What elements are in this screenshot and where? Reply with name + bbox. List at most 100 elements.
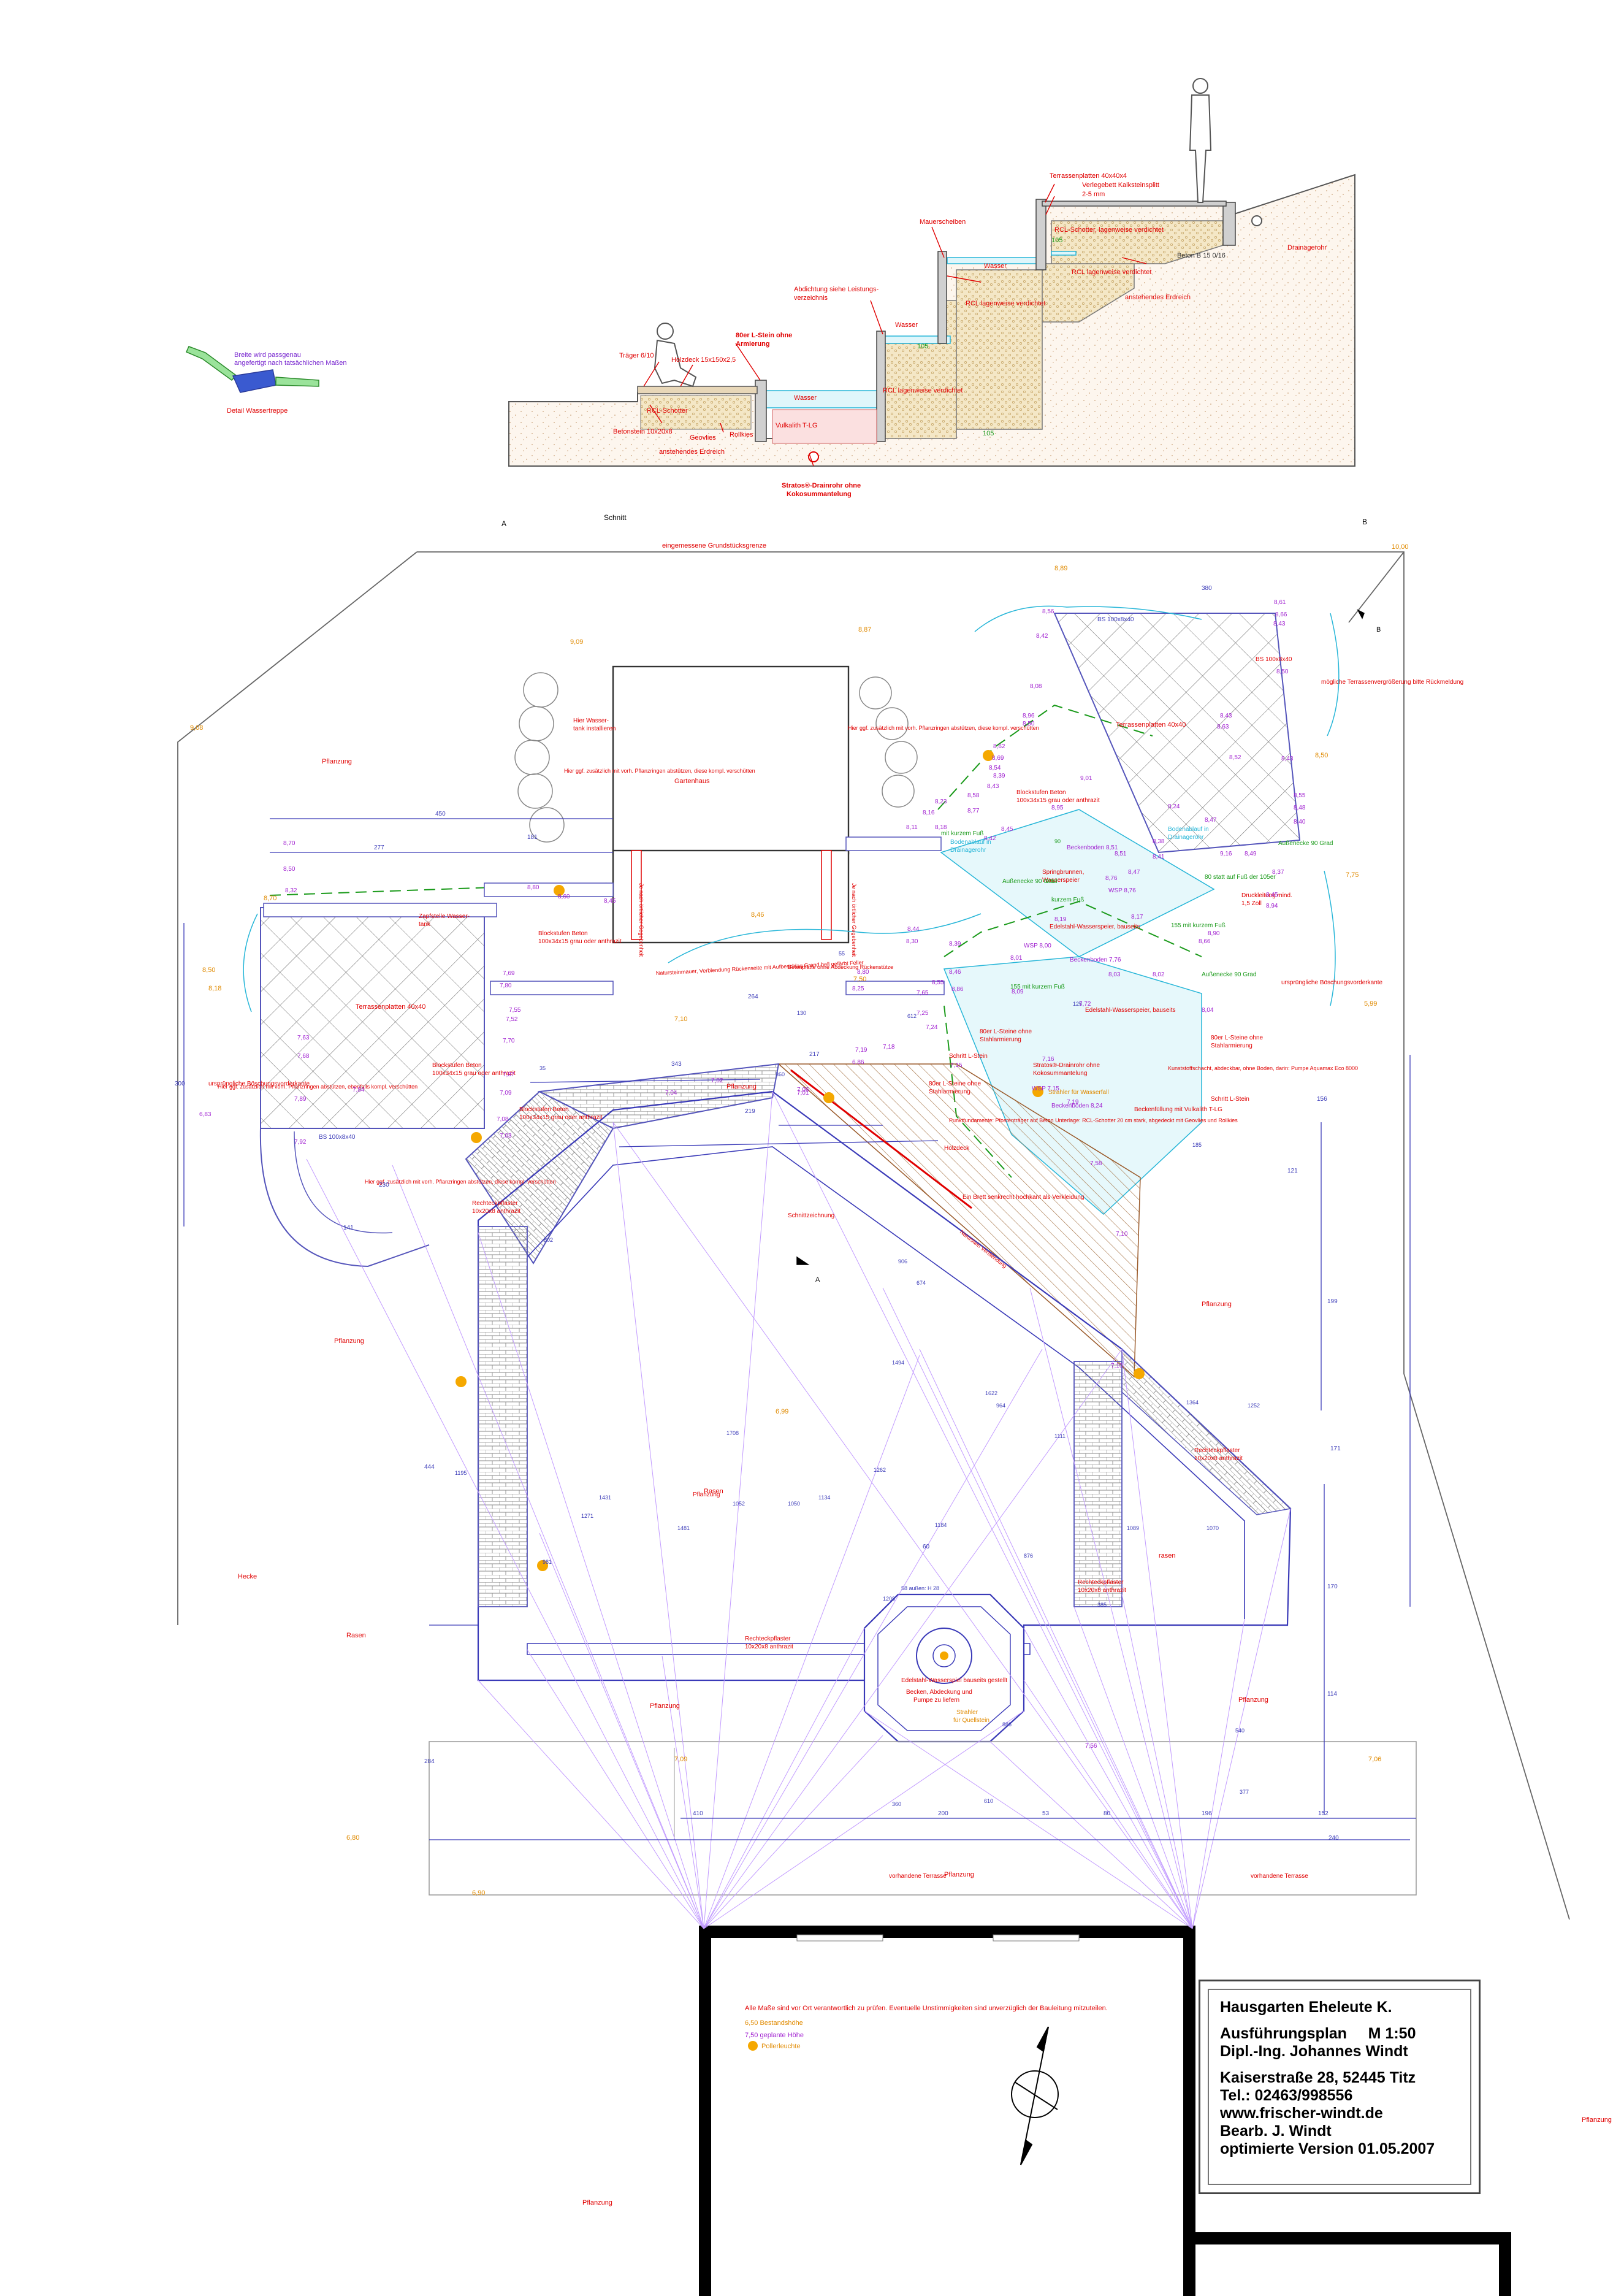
- plan-label-hp86: 8,38: [1153, 838, 1165, 845]
- plan-label-hp62: 7,58: [1090, 1160, 1102, 1167]
- plan-label-dim-380: 380: [1202, 585, 1212, 592]
- plan-label-kurzem1: kurzem Fuß: [1051, 897, 1084, 903]
- plan-label-kurzem5: 80 statt auf Fuß der 105er: [1205, 874, 1276, 881]
- plan-label-strahler1: Strahler: [956, 1709, 978, 1716]
- plan-label-hp30: 8,80: [527, 884, 539, 891]
- plan-label-hp98: 8,90: [1208, 930, 1220, 937]
- plan-label-hp97: 8,52: [1229, 754, 1241, 761]
- plan-label-hp65: 7,56: [1085, 1743, 1097, 1750]
- plan-paving-left-col: [478, 1226, 528, 1607]
- plan-label-hp5: 8,50: [1276, 668, 1289, 675]
- plan-label-hp91: 8,49: [1245, 851, 1257, 857]
- plan-label-hp57: 8,09: [1012, 989, 1024, 995]
- plan-label-hp70: 8,17: [1131, 914, 1143, 920]
- plan-label-hp11: 8,48: [1294, 805, 1306, 811]
- plan-label-hp53: 7,89: [294, 1096, 307, 1103]
- plan-label-lsteine1b: Stahlarmierung: [980, 1036, 1021, 1043]
- plan-label-hier-ggf2: Hier ggf. zusätzlich mit vorh. Pflanzrin…: [848, 725, 1039, 731]
- plan-label-pflanzung5: Pflanzung: [650, 1702, 680, 1710]
- plan-label-hp21: 8,16: [923, 809, 935, 816]
- plan-label-pflaster1b: 10x20x8 anthrazit: [472, 1208, 520, 1215]
- plan-label-dim-277: 277: [374, 844, 384, 851]
- plan-label-dim-80: 80: [1104, 1810, 1111, 1817]
- plan-label-hp33: 7,80: [500, 982, 512, 989]
- detail-wassertreppe: Breite wird passgenau angefertigt nach t…: [186, 346, 346, 415]
- plan-label-zapfstelle: Zapfstelle Wasser-: [419, 913, 470, 920]
- plan-terrace-right: [1053, 613, 1301, 854]
- detail-note1: Breite wird passgenau: [234, 351, 301, 359]
- plan-label-pflanzung7: Pflanzung: [944, 1871, 974, 1878]
- plan-label-dim-1708: 1708: [726, 1430, 739, 1436]
- plan-label-og8: 8,70: [264, 895, 276, 902]
- plan-label-hp54: 7,92: [294, 1139, 307, 1146]
- plan-label-dim-540: 540: [1235, 1728, 1245, 1734]
- plan-label-punktfund: Punktfundamente: Pfostenträger auf Beton…: [949, 1117, 1238, 1123]
- plan-label-hp75: 8,66: [1199, 938, 1211, 945]
- plan-label-hp61: 7,19: [1067, 1099, 1079, 1106]
- plan-label-lsteine2: 80er L-Steine ohne: [1211, 1035, 1264, 1041]
- plan-label-pflaster4: Rechteckpflaster: [745, 1636, 791, 1642]
- plan-label-dim-981: 981: [543, 1559, 552, 1565]
- plan-label-hp1: 8,56: [1042, 608, 1054, 615]
- lbl-rollkies: Rollkies: [730, 431, 753, 438]
- plan-label-dim-141: 141: [343, 1225, 354, 1231]
- plan-label-og10: 8,18: [208, 985, 221, 992]
- plan-label-rasen2: Rasen: [346, 1632, 366, 1639]
- plan-label-og7: 7,75: [1346, 871, 1359, 879]
- plan-label-dim-114: 114: [1327, 1691, 1337, 1697]
- person-standing-icon: [1189, 78, 1212, 203]
- plan-label-hp25: 8,18: [935, 824, 947, 831]
- plan-label-hp74: 8,94: [1266, 903, 1278, 909]
- plan-label-blockstufen3: Blockstufen Beton: [519, 1106, 569, 1113]
- plan-marker-a: A: [815, 1276, 820, 1284]
- tb-author: Dipl.-Ing. Johannes Windt: [1220, 2043, 1408, 2060]
- section-leader-lines: [643, 183, 1147, 467]
- plan-label-dim-171: 171: [1330, 1445, 1341, 1452]
- plan-label-hp44: 6,83: [199, 1111, 212, 1118]
- plan-label-dim-1481: 1481: [677, 1525, 690, 1531]
- plan-paving-right-col: [1073, 1361, 1123, 1607]
- plan-label-hp39: 7,01: [797, 1090, 809, 1096]
- plan-label-rasen1: Rasen: [704, 1488, 723, 1495]
- plan-label-holzdeck: Holzdeck: [944, 1145, 970, 1152]
- lbl-rcl4: RCL-Schotter: [647, 407, 688, 415]
- plan-label-aussen2: Außenecke 90 Grad: [1202, 971, 1257, 978]
- plan-label-pflaster3: Rechteckpflaster: [1078, 1579, 1124, 1586]
- lbl-drainagerohr: Drainagerohr: [1287, 244, 1327, 251]
- lbl-terrassenplatten: Terrassenplatten 40x40x4: [1050, 172, 1127, 180]
- plan-label-hp52: 7,87: [503, 1071, 515, 1078]
- plan-label-pflaster2b: 10x20x8 anthrazit: [1194, 1455, 1243, 1462]
- plan-label-blockstufen4: Blockstufen Beton: [432, 1062, 482, 1069]
- plan-label-terr2: Terrassenplatten 40x40: [1116, 721, 1186, 729]
- plan-label-uerspr1: ursprüngliche Böschungsvorderkante: [208, 1081, 310, 1087]
- legend-planned-height: 7,50 geplante Höhe: [745, 2032, 804, 2039]
- plan-label-dim-196: 196: [1202, 1810, 1212, 1817]
- plan-label-bodenablauf3: Bodenablauf in: [950, 839, 991, 846]
- plan-label-dim-60: 60: [923, 1544, 930, 1550]
- plan-label-kurzem4: 155 mit kurzem Fuß: [1010, 984, 1065, 990]
- lbl-vulkalith: Vulkalith T-LG: [776, 422, 817, 429]
- plan-label-hp38: 7,02: [711, 1077, 723, 1084]
- plan-label-hp15: 8,69: [992, 755, 1004, 762]
- plan-label-hp94: 9,01: [1080, 775, 1092, 782]
- plan-label-edelstahl1: Edelstahl-Wasserspeier, bauseits: [1050, 924, 1140, 930]
- plan-label-bodenablauf4: Drainagerohr: [950, 847, 986, 854]
- plan-label-pflaster3b: 10x20x8 anthrazit: [1078, 1587, 1126, 1594]
- plan-label-dim-185: 185: [1192, 1142, 1202, 1148]
- plan-label-og17: 6,80: [346, 1834, 359, 1842]
- plan-label-dim-1050: 1050: [788, 1501, 800, 1507]
- plan-label-bodenablauf2: Drainagerohr: [1168, 834, 1204, 841]
- plan-label-dim-410: 410: [693, 1810, 703, 1817]
- plan-label-schritt2: Schritt L-Stein: [1211, 1096, 1249, 1103]
- plan-label-dim-156: 156: [1317, 1096, 1327, 1103]
- lbl-105b: 105: [983, 430, 994, 437]
- plan-label-dim-1622: 1622: [985, 1390, 997, 1396]
- plan-label-aussen3: Außenecke 90 Grad: [1002, 878, 1058, 885]
- section-marker-a: A: [501, 519, 506, 528]
- plan-label-dim-360: 360: [776, 1071, 785, 1077]
- plan-view: eingemessene Grundstücksgrenze: [177, 542, 1570, 2296]
- plan-label-hp20: 8,23: [935, 798, 947, 805]
- plan-label-hp46: 7,25: [917, 1010, 929, 1017]
- plan-label-schritt1: Schritt L-Stein: [949, 1053, 988, 1060]
- plan-label-og9: 8,50: [202, 966, 215, 974]
